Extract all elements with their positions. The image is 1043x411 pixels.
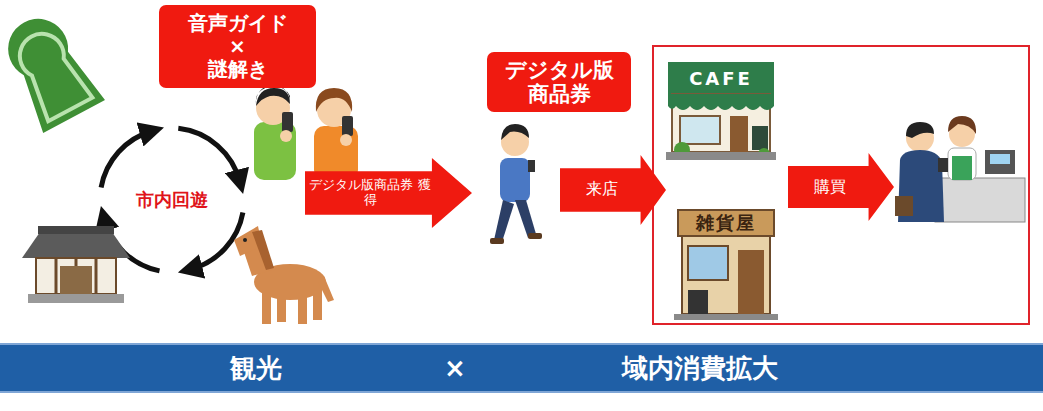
temple-icon (22, 226, 130, 303)
title-box: デジタル版 商品券 (487, 52, 631, 112)
node-text: 域内消費拡大 (622, 351, 778, 386)
arrow-text-area: 来店 (563, 168, 641, 211)
node-text: 観光 (230, 351, 282, 386)
title-box: 音声ガイド × 謎解き (159, 5, 316, 88)
shop-sign: 雑貨屋 (696, 211, 756, 235)
walking-man-icon (490, 124, 542, 244)
summary-band: 観光 × 域内消費拡大 (0, 343, 1043, 393)
cafe-icon (666, 62, 776, 160)
shop-sign: CAFE (689, 68, 753, 89)
arrow-text-area: デジタル版商品券 獲得 (308, 171, 432, 214)
node-text: 音声ガイド × 謎解き (159, 12, 316, 81)
kofun-icon (0, 6, 105, 133)
block-arrow: 来店 (560, 155, 666, 225)
block-arrow: 購買 (788, 153, 894, 221)
node-text: × (444, 353, 466, 383)
arrow-text-area: 購買 (791, 166, 869, 208)
node-text: デジタル版商品券 獲得 (308, 178, 432, 208)
arrow-shape (305, 158, 472, 228)
node-text: 購買 (814, 178, 846, 196)
node-text: デジタル版 商品券 (487, 58, 631, 106)
horse-icon (234, 226, 334, 324)
zakka-shop-icon (674, 210, 778, 320)
shops-frame (653, 46, 1029, 324)
block-arrow: デジタル版商品券 獲得 (305, 158, 472, 228)
people-icon (254, 85, 358, 180)
cycle-label: 市内回遊 (136, 188, 208, 212)
checkout-icon (895, 116, 1025, 222)
node-text: 来店 (586, 180, 618, 198)
